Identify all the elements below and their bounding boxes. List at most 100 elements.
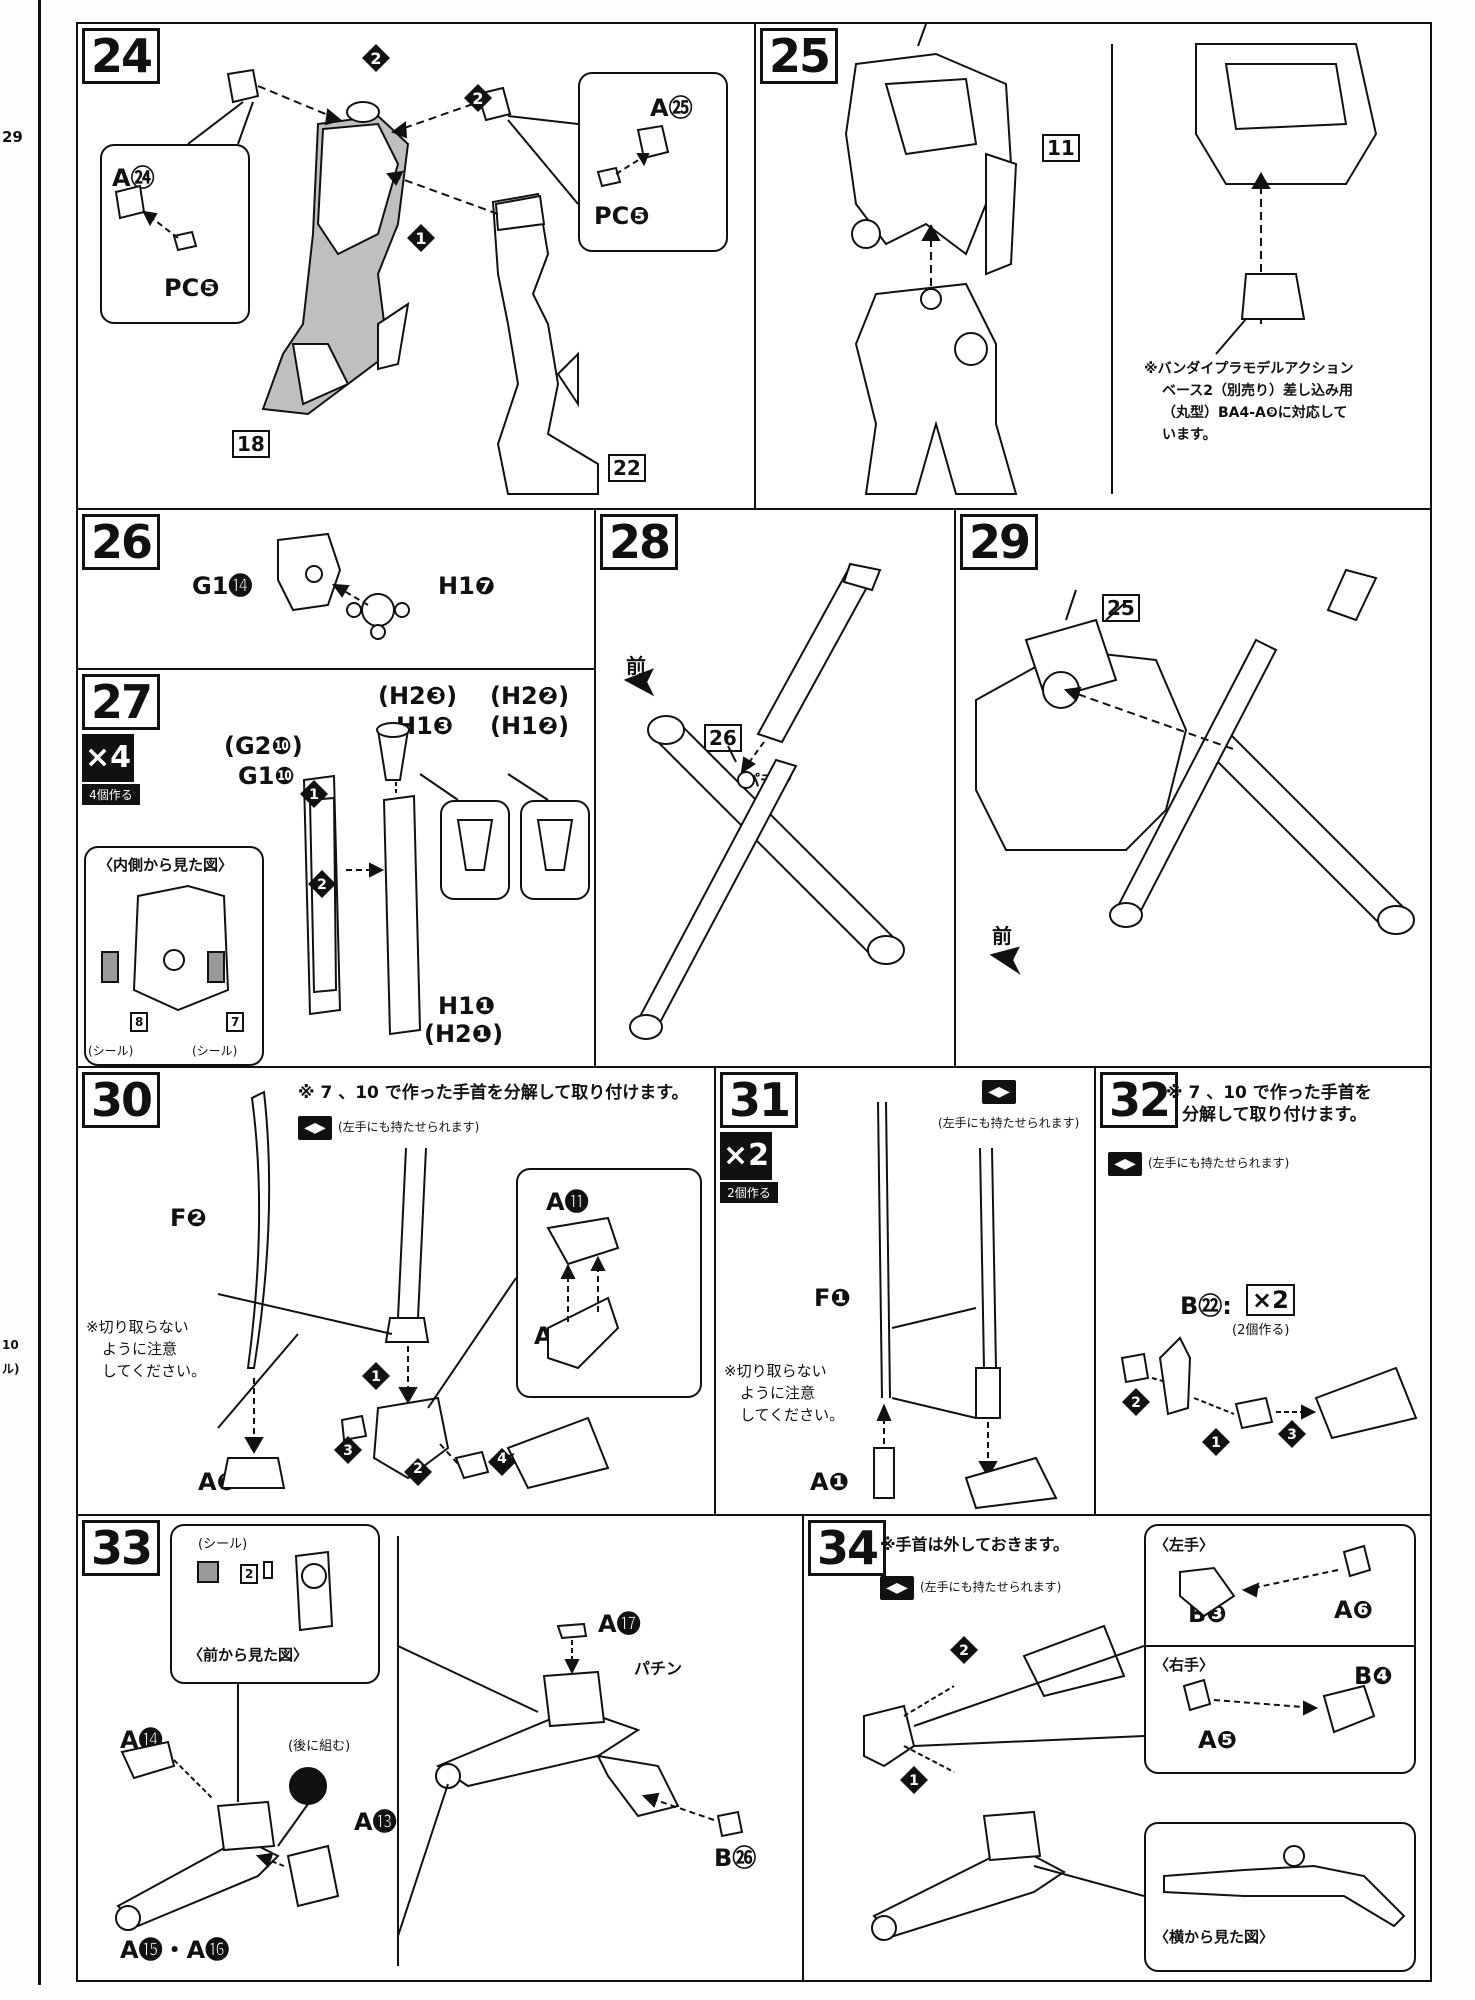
step-32-panel: 32 ※ 7 、10 で作った手首を 分解して取り付けます。 ◀▶ (左手にも持… (1094, 1066, 1432, 1516)
ref-box-26: 26 (704, 724, 742, 752)
step-marker-1: 1 (371, 1369, 381, 1385)
hand-swap-icon: ◀▶ (982, 1080, 1016, 1104)
sticker-number-7: 7 (226, 1012, 245, 1032)
label-h2-1: (H2❶) (424, 1020, 504, 1048)
step-30-panel: 30 ※ 7 、10 で作った手首を分解して取り付けます。 ◀▶ (左手にも持た… (76, 1066, 716, 1516)
label-a25: A㉕ (650, 94, 693, 122)
step-number: 27 (82, 674, 161, 730)
left-hand-note: (左手にも持たせられます) (338, 1120, 480, 1134)
note-line-3: （丸型）BA4-A❾に対応して (1162, 405, 1348, 421)
later-note: (後に組む) (288, 1739, 351, 1754)
front-view-callout (170, 1524, 380, 1684)
sticker-number-2: 2 (240, 1564, 259, 1584)
ref-box-11: 11 (1042, 134, 1080, 162)
strip-label-ru: ル) (2, 1362, 20, 1376)
front-view-label: 〈前から見た図〉 (188, 1646, 309, 1664)
wrist-note-line-1: ※ 7 、10 で作った手首を (1166, 1083, 1372, 1103)
label-a15-a16: A⓯・A⓰ (120, 1936, 230, 1964)
left-hand-note: (左手にも持たせられます) (920, 1580, 1062, 1594)
caution-line-1: ※切り取らない (724, 1362, 827, 1380)
label-h1-1: H1❶ (438, 992, 496, 1020)
callout-right (578, 72, 728, 252)
quantity-badge: ×4 (82, 734, 134, 782)
step-marker-1: 1 (1211, 1435, 1221, 1451)
step-marker-2b: 2 (472, 89, 483, 108)
gun-hand-drawing: 2 1 (863, 1544, 1414, 1941)
sticker-number-8: 8 (130, 1012, 149, 1032)
caution-line-3: してください。 (740, 1406, 845, 1424)
leg-assembly-drawing: 2 2 1 (114, 44, 670, 495)
snap-label: パチン (634, 1659, 683, 1678)
label-a6: A❻ (1334, 1596, 1373, 1624)
hand-swap-icon: ◀▶ (880, 1576, 914, 1600)
step-number: 29 (960, 514, 1039, 570)
staff-assembly-drawing (873, 1101, 1058, 1510)
strip-label-10: 10 (2, 1338, 19, 1352)
hand-swap-icon: ◀▶ (298, 1116, 332, 1140)
front-label: 前 (992, 924, 1012, 948)
step-31-panel: 31 ×2 2個作る ◀▶ (左手にも持たせられます) F❶ ※切り取らない よ… (714, 1066, 1096, 1516)
wrist-note: ※ 7 、10 で作った手首を 分解して取り付けます。 (1166, 1082, 1372, 1126)
label-a17: A⓱ (598, 1610, 641, 1638)
step-27-panel: 27 ×4 4個作る (G2❿) G1❿ (H2❸) H1❸ (H2❷) (H1… (76, 668, 596, 1068)
label-g2-10: (G2❿) (224, 732, 303, 760)
step-marker-1: 1 (309, 787, 319, 803)
left-hand-label: 〈左手〉 (1154, 1536, 1215, 1554)
label-b4: B❹ (1354, 1662, 1393, 1690)
sticker-label: (シール) (198, 1537, 248, 1552)
wrist-remove-note: ※手首は外しておきます。 (880, 1535, 1069, 1554)
sticker-label-left: (シール) (88, 1044, 134, 1058)
step-34-panel: 34 ※手首は外しておきます。 ◀▶ (左手にも持たせられます) 〈左手〉 〈右… (802, 1514, 1432, 1982)
quantity-note: 4個作る (82, 784, 140, 805)
step-marker-4: 4 (497, 1451, 507, 1467)
step-marker-1: 1 (909, 1773, 919, 1789)
gun-assembly-drawing (115, 1536, 744, 1966)
strip-label-29: 29 (2, 128, 23, 146)
label-b26: B㉖ (714, 1844, 757, 1872)
label-h2-2: (H2❷) (490, 682, 570, 710)
step-number: 25 (760, 28, 839, 84)
step-marker-2: 2 (1131, 1395, 1141, 1411)
wrist-note-line-2: 分解して取り付けます。 (1182, 1105, 1367, 1125)
left-hand-note: (左手にも持たせられます) (938, 1116, 1080, 1130)
caution-note: ※切り取らない ように注意 してください。 (724, 1360, 844, 1426)
note-line-1: ※バンダイプラモデルアクション (1144, 361, 1354, 377)
previous-page-strip: 29 10 ル) (0, 0, 41, 1985)
note-line-4: います。 (1162, 427, 1217, 443)
step-number: 34 (808, 1520, 887, 1576)
right-hand-label: 〈右手〉 (1154, 1656, 1215, 1674)
step-28-panel: 28 前 26 パチン (594, 508, 956, 1068)
step-number: 24 (82, 28, 161, 84)
mount-assembly-drawing (975, 568, 1415, 975)
step-number: 33 (82, 1520, 161, 1576)
torso-assembly-drawing (844, 24, 1378, 495)
caution-line-3: してください。 (102, 1362, 207, 1380)
quantity-x2: ×2 (1246, 1284, 1295, 1316)
front-label: 前 (626, 654, 646, 678)
hands-callout (1144, 1524, 1416, 1774)
ref-box-22: 22 (608, 454, 646, 482)
label-a5: A❺ (1198, 1726, 1237, 1754)
step-marker-3: 3 (343, 1443, 353, 1459)
quantity-badge: ×2 (720, 1132, 772, 1180)
step-number: 30 (82, 1072, 161, 1128)
shield-hand-drawing: 2 1 3 (1120, 1336, 1418, 1456)
caution-line-1: ※切り取らない (86, 1318, 189, 1336)
step-marker-3: 3 (1287, 1427, 1297, 1443)
label-pc5-left: PC❺ (164, 274, 220, 302)
sword-assembly-drawing: 1 2 3 4 (217, 1090, 620, 1490)
make-two-note: (2個作る) (1232, 1323, 1290, 1338)
hand-swap-icon: ◀▶ (1108, 1152, 1142, 1176)
label-a13: A⓭ (354, 1808, 397, 1836)
label-pc5-right: PC❺ (594, 202, 650, 230)
action-base-note: ※バンダイプラモデルアクション ベース2（別売り）差し込み用 （丸型）BA4-A… (1144, 358, 1354, 446)
step-marker-2: 2 (317, 877, 327, 893)
hand-parts-callout (516, 1168, 702, 1398)
label-h1-2: (H1❷) (490, 712, 570, 740)
wrist-note: ※ 7 、10 で作った手首を分解して取り付けます。 (298, 1083, 689, 1103)
step-29-panel: 29 25 前 (954, 508, 1432, 1068)
inner-view-label: 〈内側から見た図〉 (98, 856, 234, 874)
step-marker-2: 2 (959, 1643, 969, 1659)
caution-note: ※切り取らない ように注意 してください。 (86, 1316, 206, 1382)
